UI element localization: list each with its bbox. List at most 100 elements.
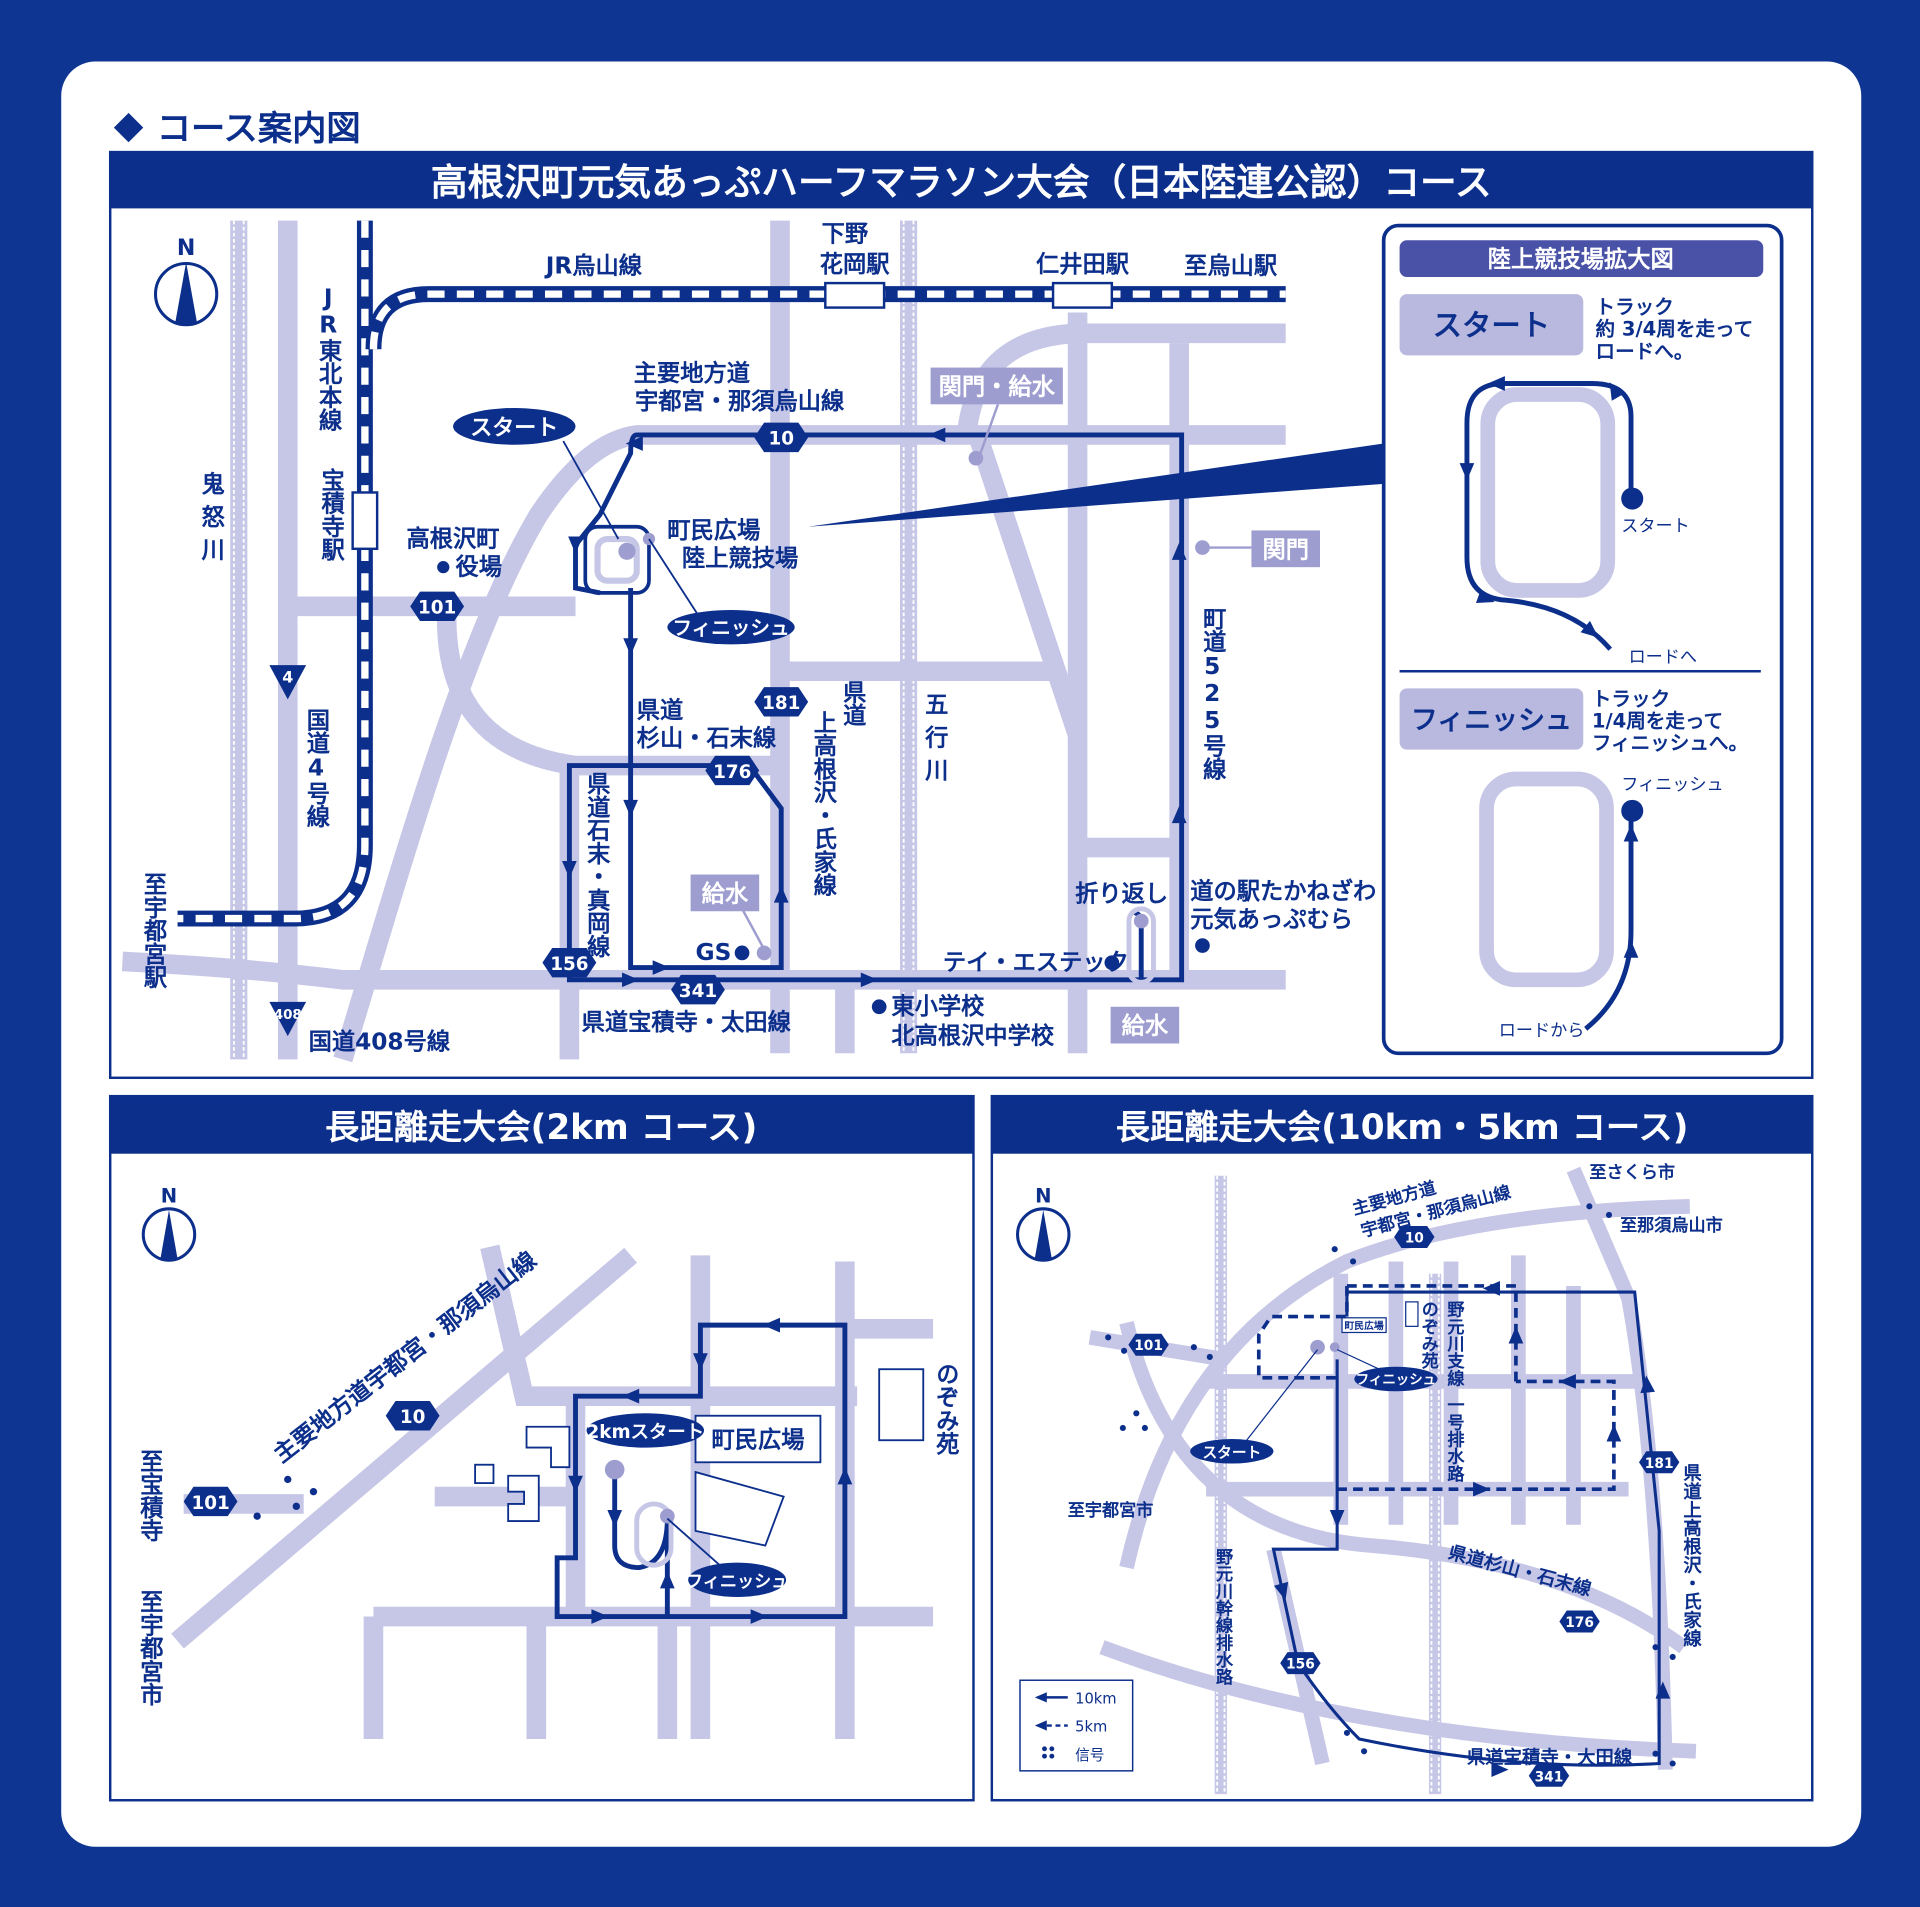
svg-text:スタート: スタート [470,416,558,441]
svg-text:宇都宮・那須烏山線: 宇都宮・那須烏山線 [635,388,845,415]
svg-text:五行川: 五行川 [921,692,950,791]
svg-text:5km: 5km [1075,1719,1107,1736]
svg-text:341: 341 [1535,1769,1564,1785]
svg-text:杉山・石末線: 杉山・石末線 [637,725,777,752]
signal-dots [1105,1203,1676,1767]
svg-text:フィニッシュ: フィニッシュ [1621,775,1723,795]
finish-badge: フィニッシュ [667,610,795,645]
svg-text:101: 101 [191,1493,229,1514]
jr-tohoku-line [177,220,373,927]
field [694,1470,785,1547]
svg-text:上高根沢・氏家線: 上高根沢・氏家線 [809,710,837,897]
svg-text:至那須烏山市: 至那須烏山市 [1620,1215,1723,1236]
finish-badge: フィニッシュ [686,1562,788,1597]
section-title: コース案内図 [157,109,361,149]
svg-text:給水: 給水 [702,880,749,907]
svg-text:156: 156 [550,954,588,975]
route-shield-176: 176 [1559,1610,1600,1633]
svg-text:フィニッシュ: フィニッシュ [686,1572,788,1592]
svg-text:陸上競技場: 陸上競技場 [682,545,798,572]
svg-text:JR烏山線: JR烏山線 [544,252,643,279]
svg-text:10: 10 [768,429,794,450]
svg-text:スタート: スタート [1621,517,1690,537]
svg-text:役場: 役場 [456,554,503,581]
compass-icon: N [1016,1185,1071,1262]
svg-text:フィニッシュ: フィニッシュ [672,617,789,640]
svg-text:国道408号線: 国道408号線 [309,1029,451,1056]
svg-text:陸上競技場拡大図: 陸上競技場拡大図 [1488,246,1674,273]
svg-text:至宇都宮市: 至宇都宮市 [1068,1500,1154,1521]
svg-text:181: 181 [762,693,800,714]
route-shield-101: 101 [1128,1333,1169,1356]
svg-text:フィニッシュへ。: フィニッシュへ。 [1592,732,1748,755]
diamond-icon [113,112,144,143]
svg-text:高根沢町: 高根沢町 [407,525,500,552]
svg-text:北高根沢中学校: 北高根沢中学校 [891,1023,1055,1050]
route-shield-10: 10 [385,1401,440,1431]
svg-text:県道石末・真岡線: 県道石末・真岡線 [583,772,612,959]
svg-text:10: 10 [400,1407,426,1428]
svg-text:101: 101 [418,598,456,619]
svg-text:176: 176 [1565,1615,1594,1631]
legend: 10km 5km 信号 [1019,1679,1134,1772]
route-shield-408: 408 [269,1001,307,1037]
route-shield-101: 101 [410,591,465,622]
svg-text:JR東北本線: JR東北本線 [315,284,343,432]
svg-text:県道宝積寺・太田線: 県道宝積寺・太田線 [582,1009,792,1036]
svg-text:仁井田駅: 仁井田駅 [1036,251,1130,278]
svg-text:2kmスタート: 2kmスタート [587,1422,705,1443]
svg-text:ロードへ: ロードへ [1629,648,1698,668]
svg-text:ロードから: ロードから [1499,1021,1585,1041]
course-2km [554,1322,848,1620]
svg-text:181: 181 [1645,1456,1674,1472]
svg-text:町道525号線: 町道525号線 [1199,606,1227,781]
svg-text:県道: 県道 [839,680,867,727]
svg-text:N: N [1035,1185,1051,1208]
svg-text:フィニッシュ: フィニッシュ [1356,1373,1436,1388]
svg-text:156: 156 [1286,1657,1315,1673]
svg-text:県道上高根沢・氏家線: 県道上高根沢・氏家線 [1681,1464,1702,1648]
inset-pointer [808,443,1384,527]
route-shield-101: 101 [183,1486,238,1517]
svg-text:道の駅たかねざわ: 道の駅たかねざわ [1190,878,1376,905]
svg-text:のぞみ苑: のぞみ苑 [932,1362,960,1456]
svg-text:給水: 給水 [1122,1013,1169,1040]
course-10km-title: 長距離走大会(10km・5km コース) [1116,1108,1689,1148]
compass-icon: N [141,1185,197,1262]
checkpoint-badge: 関門 [1251,530,1320,568]
nozomien-building [878,1368,925,1442]
route-shield-181: 181 [754,687,809,717]
main-map-title: 高根沢町元気あっぷハーフマラソン大会（日本陸連公認）コース [431,161,1492,204]
water-badge: 給水 [690,874,760,912]
svg-text:トラック: トラック [1592,688,1670,711]
map-labels: JR烏山線 下野 花岡駅 仁井田駅 至烏山駅 JR東北本線 宝積寺駅 鬼怒川 国… [140,220,1377,1055]
svg-text:ロードへ。: ロードへ。 [1596,340,1694,363]
finish-badge: フィニッシュ [1354,1366,1438,1392]
course-10km [1271,1290,1661,1767]
svg-text:10km: 10km [1075,1691,1117,1708]
svg-text:408: 408 [274,1008,302,1023]
svg-text:一号排水路: 一号排水路 [1443,1396,1464,1483]
svg-text:宝積寺駅: 宝積寺駅 [317,467,345,562]
svg-text:関門: 関門 [1262,536,1309,563]
svg-text:町民広場: 町民広場 [667,517,760,544]
route-shield-341: 341 [671,974,725,1005]
station-hoshakuji [351,491,379,551]
station-shimotsuke-hanaoka [824,281,886,309]
svg-text:県道: 県道 [637,697,684,724]
svg-text:4: 4 [282,667,293,686]
svg-text:至烏山駅: 至烏山駅 [1184,252,1278,279]
course-2km-map: 長距離走大会(2km コース) N のぞみ苑 町民広場 [108,1094,975,1802]
svg-text:至さくら市: 至さくら市 [1589,1162,1675,1183]
stadium-inset: 陸上競技場拡大図 スタート トラック 約 3/4周を走って ロードへ。 スタート… [1381,223,1784,1056]
svg-text:町民広場: 町民広場 [711,1427,804,1454]
route-shield-156: 156 [1280,1652,1321,1675]
route-shield-156: 156 [542,947,597,978]
svg-text:スタート: スタート [1202,1444,1261,1461]
course-10km-5km-map: 長距離走大会(10km・5km コース) N 町民広場 [990,1094,1814,1802]
route-shield-10: 10 [1394,1225,1435,1248]
svg-text:トラック: トラック [1596,296,1674,319]
start-badge: スタート [1190,1439,1274,1464]
svg-text:町民広場: 町民広場 [1345,1319,1384,1332]
start-badge: スタート [453,407,576,445]
